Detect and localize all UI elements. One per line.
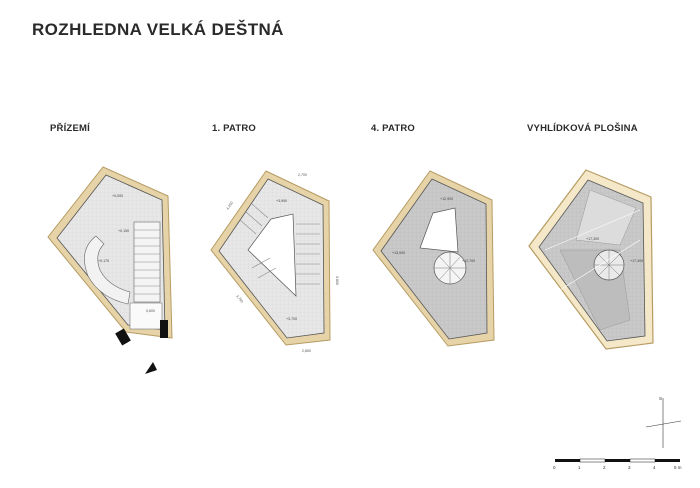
plan-label-viewing-platform: VYHLÍDKOVÁ PLOŠINA [527,123,638,134]
page-title: ROZHLEDNA VELKÁ DEŠTNÁ [32,20,284,39]
level-label: +17,300 [630,259,643,263]
level-label: +12,900 [440,197,453,201]
level-label: +17,300 [586,237,599,241]
level-label: +0,150 [118,229,129,233]
plan-label-4th-floor: 4. PATRO [371,123,416,134]
scale-tick: 2 [603,465,606,470]
dimension-label: 2,850 [302,349,311,353]
level-label: +0,170 [98,259,109,263]
dimension-label: 2,700 [298,173,307,177]
dimension-label: 4,250 [226,201,234,211]
scale-bar: 0 1 2 3 4 5 m [553,458,682,470]
level-label: +12,700 [462,259,475,263]
plan-1st-floor: +3,900 +3,700 2,700 4,250 3,750 2,850 3,… [210,170,339,353]
plan-viewing-platform: +17,300 +17,300 [528,169,654,350]
dimension-label: 0,600 [146,309,155,313]
plan-4th-floor: +12,900 +13,000 +12,700 [372,170,495,347]
dimension-label: 3,750 [235,294,244,304]
level-label: +13,000 [392,251,405,255]
scale-tick: 1 [578,465,581,470]
level-label: +3,900 [276,199,287,203]
north-label: S [659,396,662,401]
level-label: +3,700 [286,317,297,321]
scale-tick: 0 [553,465,556,470]
plan-ground-floor: +0,000 +0,150 +0,170 0,600 [47,166,173,374]
north-arrow-icon: S [645,396,682,448]
plan-label-1st-floor: 1. PATRO [212,123,257,134]
scale-tick: 5 m [674,465,682,470]
scale-tick: 4 [653,465,656,470]
plan-label-ground-floor: PŘÍZEMÍ [50,123,90,134]
scale-tick: 3 [628,465,631,470]
level-label: +0,000 [112,194,123,198]
dimension-label: 3,800 [335,276,339,285]
